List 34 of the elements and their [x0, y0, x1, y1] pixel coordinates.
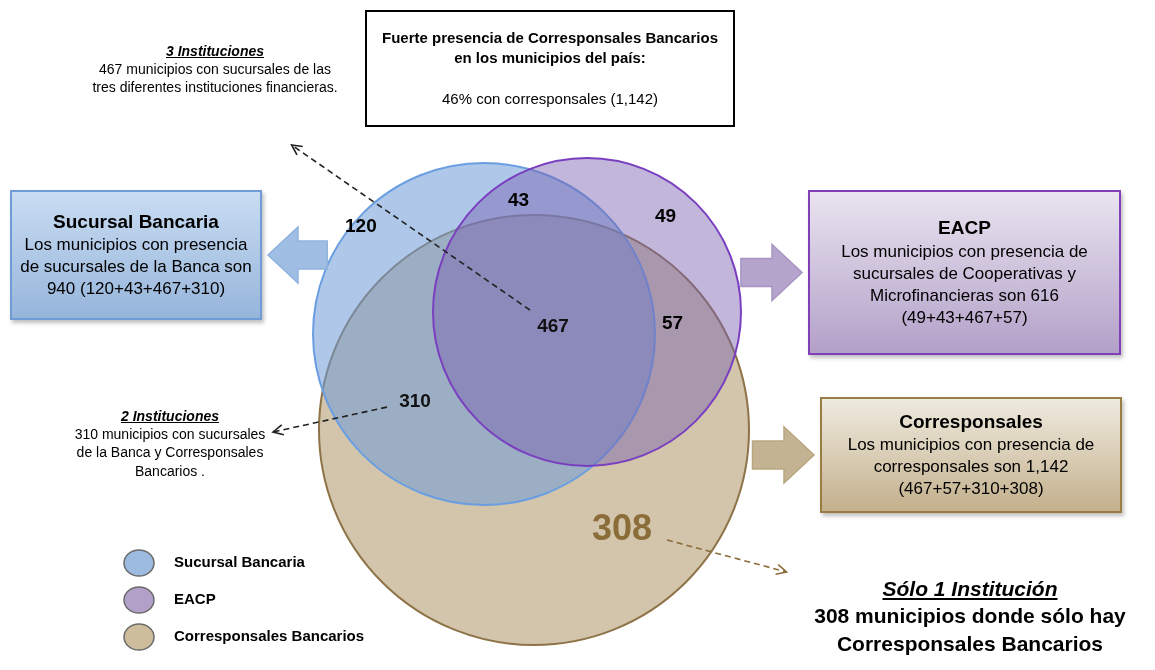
- callout-text: 310 municipios con sucursales de la Banca y Corresponsales Bancarios .: [73, 425, 267, 480]
- info-box: [10, 190, 262, 320]
- region-count: 57: [662, 312, 684, 334]
- block-arrow: [266, 225, 328, 285]
- region-count: 310: [390, 388, 440, 414]
- info-box: [820, 397, 1122, 513]
- box-heading: Sucursal Bancaria: [53, 209, 219, 234]
- callout-heading: 3 Instituciones: [166, 42, 264, 61]
- legend-label: Sucursal Bancaria: [174, 553, 305, 570]
- box-text: 46% con corresponsales (1,142): [442, 89, 658, 109]
- leader-arrow: [666, 539, 788, 576]
- box-text: Los municipios con presencia de sucursales de la Banca son 940 (120+43+467+310): [20, 234, 252, 301]
- region-count: 49: [655, 205, 677, 227]
- leader-arrow: [272, 406, 388, 436]
- box-heading: EACP: [938, 215, 991, 240]
- region-count: 308: [580, 505, 664, 551]
- block-arrow: [740, 242, 804, 303]
- legend-label: EACP: [174, 590, 216, 607]
- block-arrow: [751, 425, 816, 485]
- leader-arrow: [290, 144, 531, 311]
- callout-heading: Sólo 1 Institución: [882, 576, 1058, 602]
- info-box: [808, 190, 1121, 355]
- box-heading: Fuerte presencia de Corresponsales Bancarios en los municipios del país:: [381, 28, 719, 68]
- region-count: 120: [345, 215, 377, 237]
- box-text: Los municipios con presencia de corresponsales son 1,142 (467+57+310+308): [846, 434, 1096, 501]
- box-text: Los municipios con presencia de sucursales de Cooperativas y Microfinancieras son 616 (49+43+467+57): [840, 240, 1089, 329]
- legend-label: Corresponsales Bancarios: [174, 627, 365, 644]
- callout-text: 308 municipios donde sólo hay Corresponsales Bancarios: [813, 603, 1127, 657]
- region-count: 43: [508, 189, 530, 211]
- callout-heading: 2 Instituciones: [121, 407, 219, 426]
- callout-text: 467 municipios con sucursales de las tres diferentes instituciones financieras.: [91, 60, 339, 97]
- info-box: [365, 10, 735, 127]
- box-heading: Corresponsales: [899, 409, 1043, 434]
- region-count: 467: [528, 313, 578, 339]
